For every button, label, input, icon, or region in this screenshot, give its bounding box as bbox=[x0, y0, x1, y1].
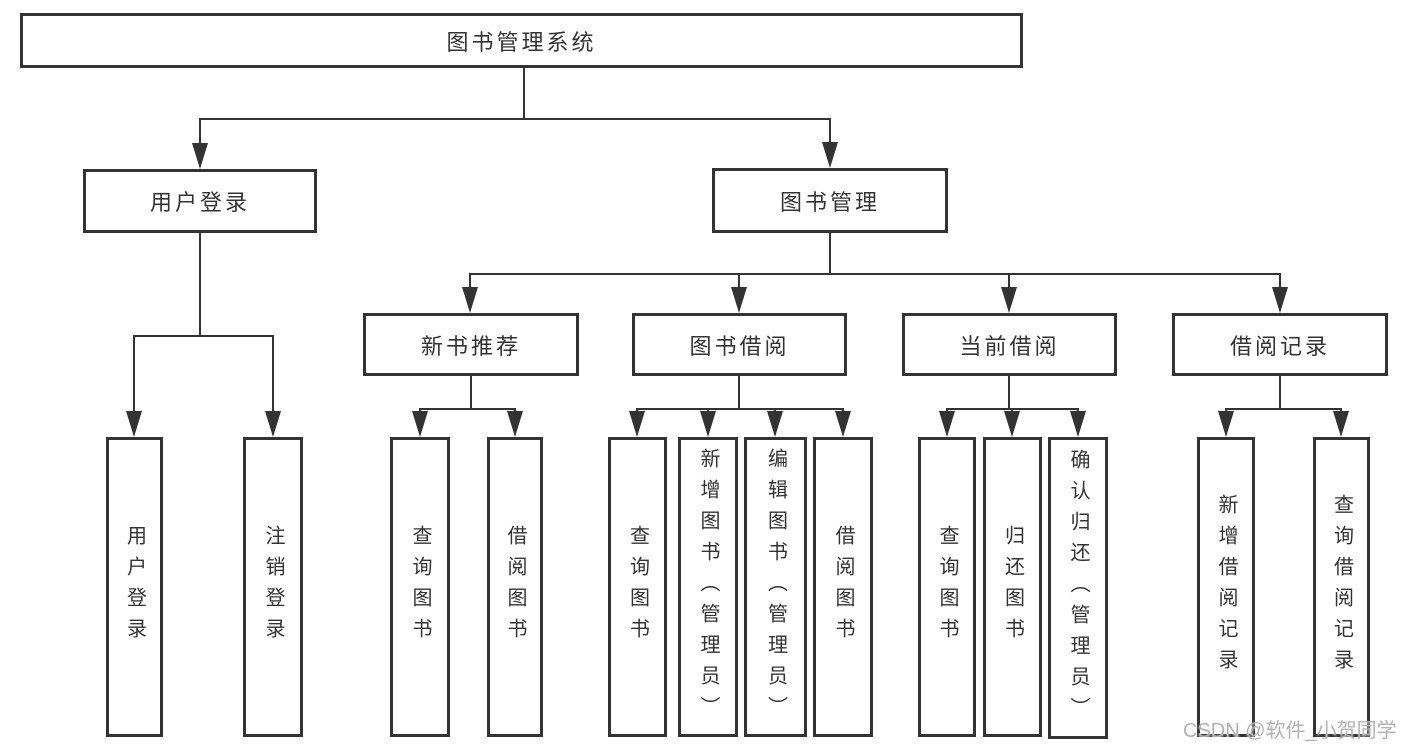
node-label: 用户登录 bbox=[149, 190, 250, 215]
arrowhead-down-icon bbox=[192, 143, 208, 169]
connector-line bbox=[199, 118, 201, 146]
leaf-add-book-admin: 新增图书（管理员） bbox=[678, 437, 738, 737]
node-label: 用户登录 bbox=[123, 525, 146, 649]
node-label: 查询借阅记录 bbox=[1330, 494, 1353, 680]
connector-line bbox=[199, 233, 201, 336]
connector-line bbox=[1226, 408, 1342, 410]
connector-line bbox=[523, 68, 525, 118]
connector-line bbox=[272, 335, 274, 413]
node-book-borrow: 图书借阅 bbox=[632, 313, 847, 376]
connector-line bbox=[1279, 376, 1281, 409]
node-label: 查询图书 bbox=[409, 525, 431, 649]
connector-line bbox=[829, 233, 831, 274]
connector-line bbox=[469, 273, 471, 291]
arrowhead-down-icon bbox=[1004, 411, 1020, 437]
connector-line bbox=[419, 408, 516, 410]
arrowhead-down-icon bbox=[1218, 411, 1234, 437]
node-label: 新书推荐 bbox=[420, 333, 521, 359]
leaf-confirm-return-admin: 确认归还（管理员） bbox=[1048, 437, 1108, 739]
arrowhead-down-icon bbox=[1070, 411, 1086, 437]
leaf-user-login: 用户登录 bbox=[106, 437, 163, 737]
leaf-add-borrow-record: 新增借阅记录 bbox=[1197, 437, 1255, 737]
leaf-query-books-recommend: 查询图书 bbox=[390, 437, 450, 737]
node-label: 新增借阅记录 bbox=[1215, 494, 1237, 680]
connector-line bbox=[133, 335, 135, 413]
node-label: 查询图书 bbox=[936, 525, 958, 649]
connector-line bbox=[637, 408, 844, 410]
node-label: 查询图书 bbox=[626, 525, 649, 649]
leaf-borrow-books: 借阅图书 bbox=[813, 437, 873, 737]
connector-line bbox=[1279, 273, 1281, 291]
node-label: 借阅图书 bbox=[832, 525, 854, 649]
connector-line bbox=[738, 376, 740, 409]
connector-line bbox=[199, 118, 831, 120]
leaf-edit-book-admin: 编辑图书（管理员） bbox=[744, 437, 807, 737]
node-label: 图书管理系统 bbox=[446, 29, 597, 55]
arrowhead-down-icon bbox=[767, 411, 783, 437]
arrowhead-down-icon bbox=[1001, 287, 1017, 313]
arrowhead-down-icon bbox=[822, 142, 838, 168]
connector-line bbox=[470, 376, 472, 409]
arrowhead-down-icon bbox=[700, 411, 716, 437]
connector-line bbox=[470, 273, 1281, 275]
leaf-query-borrow-record: 查询借阅记录 bbox=[1313, 437, 1370, 737]
arrowhead-down-icon bbox=[939, 411, 955, 437]
connector-line bbox=[134, 335, 274, 337]
node-label: 新增图书（管理员） bbox=[697, 447, 719, 727]
node-label: 借阅记录 bbox=[1229, 333, 1330, 359]
watermark: CSDN @软件_小贺同学 bbox=[1183, 720, 1397, 742]
node-label: 归还图书 bbox=[1001, 525, 1024, 649]
node-label: 借阅图书 bbox=[504, 525, 526, 649]
leaf-query-books-borrow: 查询图书 bbox=[608, 437, 667, 737]
node-book-management: 图书管理 bbox=[712, 168, 948, 233]
node-user-login: 用户登录 bbox=[83, 169, 317, 233]
node-current-borrow: 当前借阅 bbox=[902, 313, 1117, 376]
connector-line bbox=[1008, 273, 1010, 291]
arrowhead-down-icon bbox=[507, 411, 523, 437]
arrowhead-down-icon bbox=[126, 411, 142, 437]
node-label: 图书借阅 bbox=[689, 333, 790, 359]
connector-line bbox=[947, 408, 1079, 410]
leaf-query-books-current: 查询图书 bbox=[918, 437, 976, 737]
node-label: 编辑图书（管理员） bbox=[764, 447, 787, 727]
node-label: 确认归还（管理员） bbox=[1067, 448, 1089, 728]
arrowhead-down-icon bbox=[1333, 411, 1349, 437]
arrowhead-down-icon bbox=[835, 411, 851, 437]
arrowhead-down-icon bbox=[265, 411, 281, 437]
arrowhead-down-icon bbox=[629, 411, 645, 437]
arrowhead-down-icon bbox=[412, 411, 428, 437]
node-label: 当前借阅 bbox=[959, 333, 1060, 359]
connector-line bbox=[1008, 376, 1010, 409]
leaf-return-book: 归还图书 bbox=[983, 437, 1042, 737]
node-borrow-records: 借阅记录 bbox=[1172, 313, 1388, 376]
connector-line bbox=[738, 273, 740, 291]
node-root-library-system: 图书管理系统 bbox=[20, 13, 1023, 68]
node-new-book-recommend: 新书推荐 bbox=[363, 313, 579, 376]
leaf-logout: 注销登录 bbox=[243, 437, 303, 737]
arrowhead-down-icon bbox=[462, 287, 478, 313]
node-label: 注销登录 bbox=[262, 525, 284, 649]
leaf-borrow-books-recommend: 借阅图书 bbox=[487, 437, 543, 737]
node-label: 图书管理 bbox=[779, 189, 880, 215]
connector-line bbox=[829, 118, 831, 144]
arrowhead-down-icon bbox=[731, 287, 747, 313]
arrowhead-down-icon bbox=[1272, 287, 1288, 313]
